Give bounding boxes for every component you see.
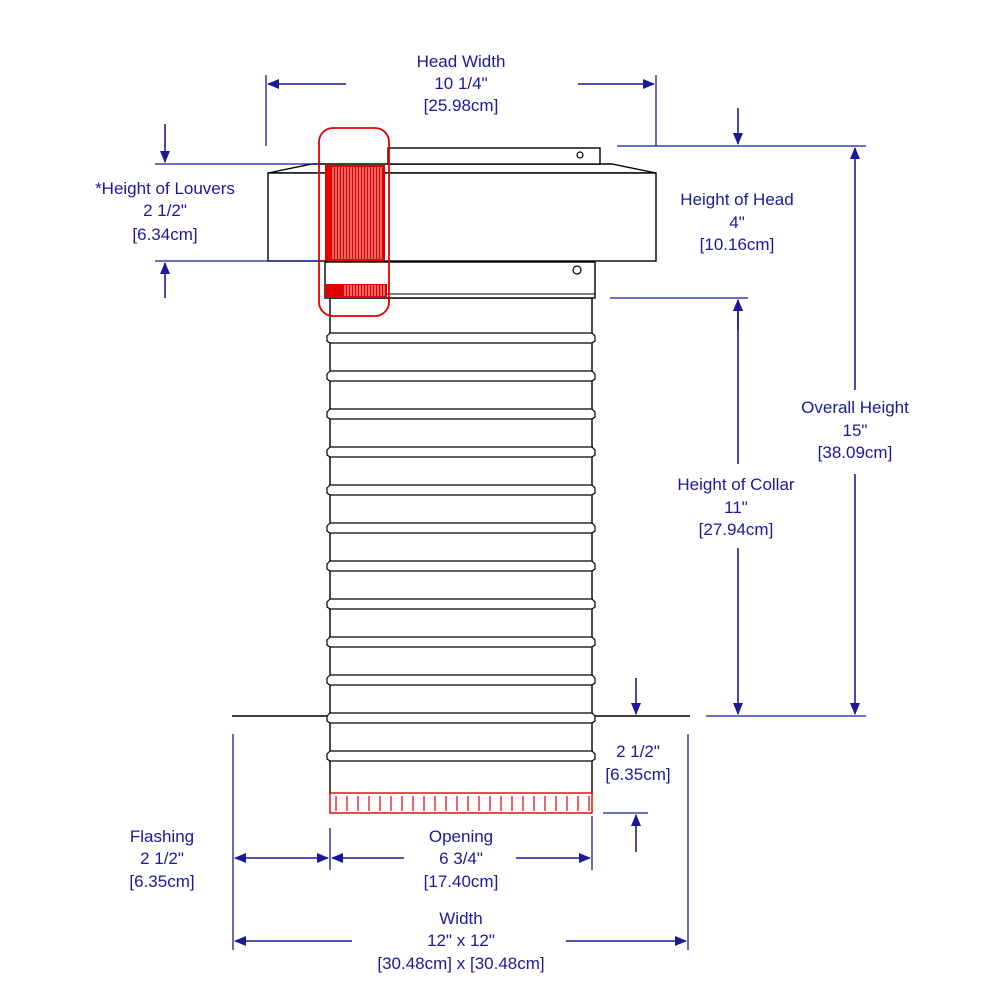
below-flashing-imperial: 2 1/2"	[616, 742, 660, 761]
collar-rib	[326, 560, 596, 572]
head-width-imperial: 10 1/4"	[434, 74, 487, 93]
width-metric: [30.48cm] x [30.48cm]	[377, 954, 544, 973]
below-flashing-metric: [6.35cm]	[605, 765, 670, 784]
opening-metric: [17.40cm]	[424, 872, 499, 891]
opening-imperial: 6 3/4"	[439, 849, 483, 868]
louver-band	[325, 284, 387, 297]
width-dimension: Width 12" x 12" [30.48cm] x [30.48cm]	[234, 909, 687, 973]
collar-rib	[326, 636, 596, 648]
collar-rib	[326, 332, 596, 344]
opening-dimension: Opening 6 3/4" [17.40cm]	[331, 827, 591, 891]
below-flashing-dimension: 2 1/2" [6.35cm]	[603, 678, 671, 852]
collar-rib	[326, 446, 596, 458]
collar-rib	[326, 598, 596, 610]
louvers-label: *Height of Louvers	[95, 179, 235, 198]
head-height-metric: [10.16cm]	[700, 235, 775, 254]
louvers-imperial: 2 1/2"	[143, 201, 187, 220]
head-width-metric: [25.98cm]	[424, 96, 499, 115]
collar-rib	[326, 484, 596, 496]
head-height-imperial: 4"	[729, 213, 745, 232]
collar-bottom-ring	[329, 792, 593, 814]
overall-height-imperial: 15"	[843, 421, 868, 440]
louver-highlight	[318, 127, 390, 317]
bottom-ring-ticks	[335, 796, 590, 811]
head-width-dimension: Head Width 10 1/4" [25.98cm]	[265, 52, 657, 146]
width-label: Width	[439, 909, 482, 928]
collar-rib	[326, 674, 596, 686]
flashing-dimension: Flashing 2 1/2" [6.35cm]	[129, 827, 329, 891]
louver-band-lines	[344, 285, 385, 296]
width-imperial: 12" x 12"	[427, 931, 495, 950]
head-top-plate	[387, 147, 601, 165]
opening-label: Opening	[429, 827, 493, 846]
collar-ribs	[326, 332, 596, 762]
collar-height-label: Height of Collar	[677, 475, 795, 494]
flashing-imperial: 2 1/2"	[140, 849, 184, 868]
collar-height-imperial: 11"	[724, 498, 748, 517]
head-width-label: Head Width	[417, 52, 506, 71]
collar-rib	[326, 408, 596, 420]
collar-rib	[326, 712, 596, 724]
vent-drawing	[232, 127, 690, 814]
flashing-metric: [6.35cm]	[129, 872, 194, 891]
overall-height-metric: [38.09cm]	[818, 443, 893, 462]
head-height-label: Height of Head	[680, 190, 793, 209]
head-top-screw	[576, 151, 584, 159]
head-band-screw	[572, 265, 582, 275]
collar-rib	[326, 522, 596, 534]
louver-block	[325, 165, 385, 261]
collar-height-dimension: Height of Collar 11" [27.94cm]	[677, 299, 795, 715]
overall-height-dimension: Overall Height 15" [38.09cm]	[706, 147, 909, 717]
louver-lines	[332, 167, 382, 259]
collar-rib	[326, 750, 596, 762]
louver-highlight-box	[318, 127, 390, 317]
bottom-extension-lines	[232, 734, 689, 950]
louvers-height-dimension: *Height of Louvers 2 1/2" [6.34cm]	[95, 124, 320, 298]
collar-height-metric: [27.94cm]	[699, 520, 774, 539]
flashing-label: Flashing	[130, 827, 194, 846]
overall-height-label: Overall Height	[801, 398, 909, 417]
collar-rib	[326, 370, 596, 382]
louvers-metric: [6.34cm]	[132, 225, 197, 244]
